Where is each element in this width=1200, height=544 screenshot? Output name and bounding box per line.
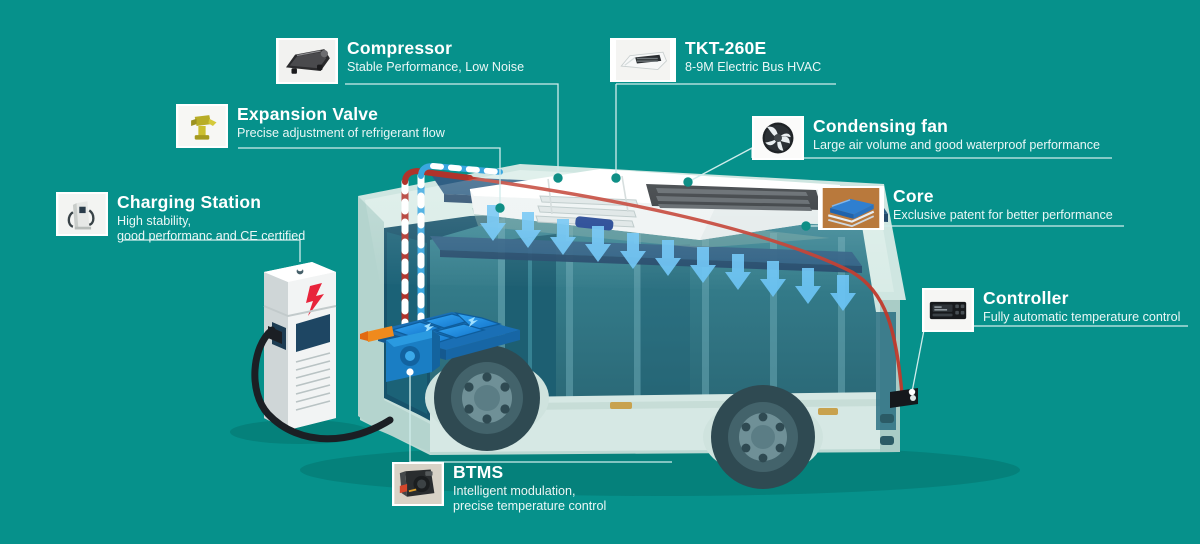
fan-icon	[752, 116, 804, 160]
callout-charging-station[interactable]: Charging Station High stability, good pe…	[56, 192, 305, 244]
callout-title: Charging Station	[117, 192, 262, 212]
charging-station-object	[251, 262, 394, 443]
callout-compressor[interactable]: Compressor Stable Performance, Low Noise	[276, 38, 524, 84]
callout-title: Core	[893, 186, 934, 206]
callout-controller[interactable]: Controller Fully automatic temperature c…	[922, 288, 1180, 332]
callout-desc: 8-9M Electric Bus HVAC	[685, 60, 822, 74]
callout-btms[interactable]: BTMS Intelligent modulation, precise tem…	[392, 462, 606, 514]
callout-desc: Stable Performance, Low Noise	[347, 60, 525, 74]
callout-expansion-valve[interactable]: Expansion Valve Precise adjustment of re…	[176, 104, 445, 148]
callout-desc: High stability, good performanc and CE c…	[117, 214, 306, 244]
leader-controller	[911, 325, 1188, 393]
leader-endpoint-dots-light	[296, 264, 916, 396]
callout-title: Expansion Valve	[237, 104, 379, 124]
callout-title: TKT-260E	[685, 38, 767, 58]
callout-desc: Large air volume and good waterproof per…	[813, 138, 1101, 152]
callout-tkt-260e[interactable]: TKT-260E 8-9M Electric Bus HVAC	[610, 38, 821, 82]
callout-title: BTMS	[453, 462, 504, 482]
rooftop-hvac-unit-icon	[610, 38, 676, 82]
leader-compressor	[345, 83, 559, 178]
charging-station-icon	[56, 192, 108, 236]
callout-desc: Precise adjustment of refrigerant flow	[237, 126, 445, 140]
leader-tkt260e	[615, 83, 836, 178]
heat-exchanger-core-icon	[818, 186, 884, 230]
callout-desc: Intelligent modulation, precise temperat…	[453, 484, 607, 514]
callout-desc: Fully automatic temperature control	[983, 310, 1181, 324]
callout-core[interactable]: Core Exclusive patent for better perform…	[818, 186, 1113, 230]
leader-btms	[409, 372, 672, 463]
callout-desc: Exclusive patent for better performance	[893, 208, 1113, 222]
leader-expansion-valve	[238, 147, 501, 208]
controller-panel-icon	[922, 288, 974, 332]
compressor-icon	[276, 38, 338, 84]
callout-title: Condensing fan	[813, 116, 949, 136]
battery-pack	[360, 312, 520, 382]
callout-condensing-fan[interactable]: Condensing fan Large air volume and good…	[752, 116, 1100, 160]
callout-title: Compressor	[347, 38, 453, 58]
leader-charging-station	[122, 239, 301, 262]
callout-title: Controller	[983, 288, 1069, 308]
leader-endpoint-dots	[495, 173, 811, 231]
btms-unit-icon	[392, 462, 444, 506]
expansion-valve-icon	[176, 104, 228, 148]
